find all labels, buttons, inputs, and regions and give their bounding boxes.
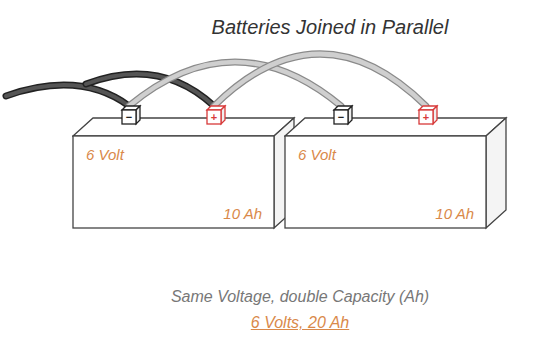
battery-front <box>73 136 274 228</box>
lead-wire <box>6 85 129 106</box>
terminal-sign: − <box>126 112 132 123</box>
cable-outline <box>214 54 426 106</box>
battery: 6 Volt 10 Ah <box>284 104 508 230</box>
capacity-text: 10 Ah <box>223 205 262 222</box>
lead-wire <box>6 85 129 106</box>
caption-text: Same Voltage, double Capacity (Ah) <box>171 288 429 306</box>
battery-front <box>285 136 486 228</box>
terminal-sign: + <box>211 112 217 123</box>
battery-outline <box>284 104 508 230</box>
terminal-front <box>419 110 433 124</box>
battery-outline <box>72 104 296 230</box>
battery-top <box>73 118 294 136</box>
voltage-text: 6 Volt <box>86 146 124 163</box>
cable-core <box>214 54 426 106</box>
parallel-cable <box>214 54 426 106</box>
total-rating: 6 Volts, 20 Ah <box>251 314 349 332</box>
terminal-front <box>334 110 348 124</box>
terminal-sign: − <box>338 112 344 123</box>
terminal-sign: + <box>423 112 429 123</box>
battery: 6 Volt 10 Ah <box>72 104 296 230</box>
capacity-text: 10 Ah <box>435 205 474 222</box>
battery-side <box>486 118 506 228</box>
terminal-front <box>122 110 136 124</box>
voltage-text: 6 Volt <box>298 146 336 163</box>
terminal-front <box>207 110 221 124</box>
title-text: Batteries Joined in Parallel <box>212 16 449 39</box>
battery-top <box>285 118 506 136</box>
